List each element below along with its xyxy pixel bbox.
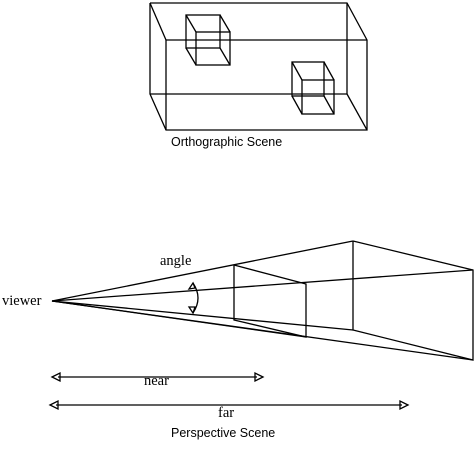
near-label: near — [144, 373, 169, 389]
orthographic-bounding-box — [149, 2, 368, 131]
perspective-caption: Perspective Scene — [171, 426, 275, 440]
far-distance-arrow — [48, 399, 410, 411]
orthographic-caption: Orthographic Scene — [171, 135, 282, 149]
angle-arc — [187, 281, 199, 315]
viewer-label: viewer — [2, 293, 42, 309]
view-frustum — [51, 240, 474, 361]
near-distance-arrow — [50, 371, 265, 383]
orthographic-scene: Orthographic Scene — [149, 2, 368, 149]
far-label: far — [218, 405, 234, 421]
angle-label: angle — [160, 253, 191, 269]
orthographic-cube-right — [291, 61, 335, 115]
perspective-scene: viewer angle near far Perspective Scene — [2, 240, 474, 440]
far-plane — [352, 240, 474, 361]
orthographic-cube-left — [185, 14, 231, 66]
near-plane — [233, 264, 307, 338]
